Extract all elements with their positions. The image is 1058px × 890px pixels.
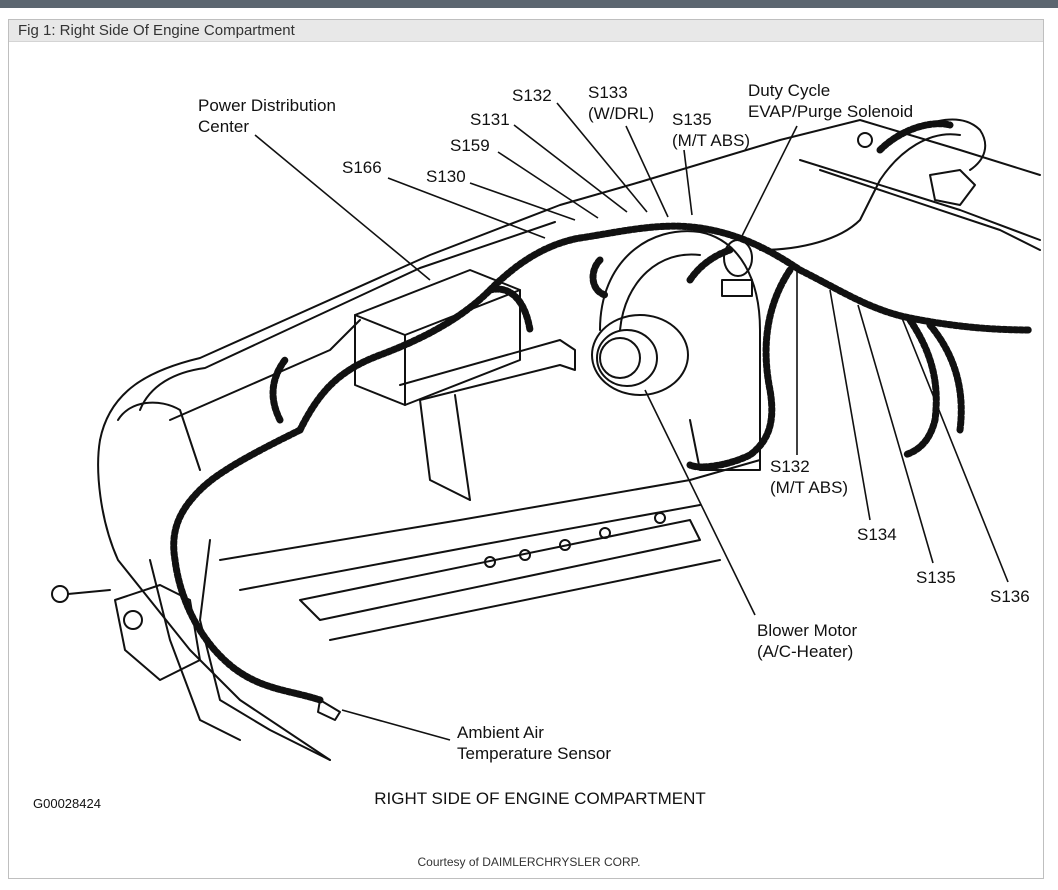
blower-motor-body [591, 314, 689, 396]
harness-down-right [686, 266, 794, 471]
label-s159: S159 [450, 136, 490, 155]
vacuum-hose [759, 133, 961, 251]
label-pdc-2: Center [198, 117, 249, 136]
leader-s134 [829, 289, 871, 521]
label-s132-mt-1: S132 [770, 457, 810, 476]
wheelhouse-inner [619, 253, 701, 331]
leader-duty [739, 125, 798, 241]
figure-code: G00028424 [33, 796, 101, 811]
label-duty-1: Duty Cycle [748, 81, 830, 100]
stud-1 [484, 556, 496, 568]
leader-s135-top [683, 149, 693, 216]
crossmember-lower [329, 559, 721, 641]
left-bolt [51, 585, 69, 603]
pdc-bracket-leg-2 [454, 394, 471, 501]
cowl-line [819, 169, 1041, 251]
inner-panel-line [169, 319, 361, 421]
harness-left-branch [269, 356, 289, 424]
harness-right-drop-1 [901, 316, 940, 459]
frame-rail [199, 539, 331, 761]
pdc-box [354, 269, 521, 406]
label-s136: S136 [990, 587, 1030, 606]
label-s135-top-1: S135 [672, 110, 712, 129]
leader-s166 [387, 177, 546, 239]
fender-lower [117, 401, 201, 471]
upper-bolt [857, 132, 873, 148]
leader-s133 [625, 125, 669, 218]
stud-5 [654, 512, 666, 524]
leader-s132 [556, 102, 648, 213]
leader-lines [254, 102, 1009, 741]
label-s133-2: (W/DRL) [588, 104, 654, 123]
firewall-edge [639, 119, 1041, 183]
fender-edge [97, 439, 331, 761]
pdc-bracket [399, 339, 576, 401]
figure-title: Fig 1: Right Side Of Engine Compartment [9, 20, 1043, 42]
leader-blower [644, 389, 756, 616]
callout-labels: Power Distribution Center S166 S130 S159… [198, 81, 1030, 763]
harness-pdc-branch [486, 285, 534, 334]
window-top-bar [0, 0, 1058, 8]
evap-solenoid [723, 239, 753, 277]
label-blower-2: (A/C-Heater) [757, 642, 853, 661]
label-s134: S134 [857, 525, 897, 544]
leader-s136 [901, 317, 1009, 583]
label-s132-mt-2: (M/T ABS) [770, 478, 848, 497]
figure-frame: Fig 1: Right Side Of Engine Compartment [8, 19, 1044, 879]
bracket-lower-left [114, 584, 201, 681]
leader-s159 [497, 151, 599, 219]
frame-rail-2 [149, 559, 241, 741]
bracket-hole [123, 610, 143, 630]
label-blower-1: Blower Motor [757, 621, 857, 640]
wiring-harness [170, 120, 1034, 704]
harness-top-right [876, 120, 954, 154]
label-ambient-1: Ambient Air [457, 723, 544, 742]
pdc-bracket-leg [419, 399, 471, 501]
harness-wheelhouse-branch [589, 256, 609, 299]
wheelhouse [599, 230, 761, 471]
lower-rail-2 [239, 504, 701, 591]
upper-clip [929, 169, 976, 206]
label-s130: S130 [426, 167, 466, 186]
label-s131: S131 [470, 110, 510, 129]
harness-left-loop [170, 426, 324, 704]
label-s135: S135 [916, 568, 956, 587]
label-s132: S132 [512, 86, 552, 105]
harness-to-solenoid [686, 246, 734, 284]
label-s166: S166 [342, 158, 382, 177]
fender-outline [99, 181, 641, 441]
firewall-lower [799, 159, 1041, 241]
leader-s130 [469, 182, 576, 221]
label-s133-1: S133 [588, 83, 628, 102]
stud-2 [519, 549, 531, 561]
evap-solenoid-base [721, 279, 753, 297]
drawing-body [51, 118, 1041, 761]
leader-s131 [513, 124, 628, 213]
label-ambient-2: Temperature Sensor [457, 744, 611, 763]
ambient-sensor [317, 699, 341, 721]
figure-caption: RIGHT SIDE OF ENGINE COMPARTMENT [374, 789, 706, 808]
label-duty-2: EVAP/Purge Solenoid [748, 102, 913, 121]
leader-s135 [857, 304, 934, 564]
harness-main [296, 222, 1034, 434]
harness-right-drop-2 [926, 321, 965, 434]
leader-ambient [341, 709, 451, 741]
stud-3 [559, 539, 571, 551]
blower-motor-cap [596, 329, 658, 387]
label-pdc-1: Power Distribution [198, 96, 336, 115]
fender-inner-line [139, 221, 556, 411]
label-s135-top-2: (M/T ABS) [672, 131, 750, 150]
blower-motor-hub [599, 337, 641, 379]
leader-pdc [254, 134, 431, 281]
courtesy-note: Courtesy of DAIMLERCHRYSLER CORP. [417, 855, 641, 869]
left-bolt-shaft [67, 589, 111, 595]
stud-4 [599, 527, 611, 539]
